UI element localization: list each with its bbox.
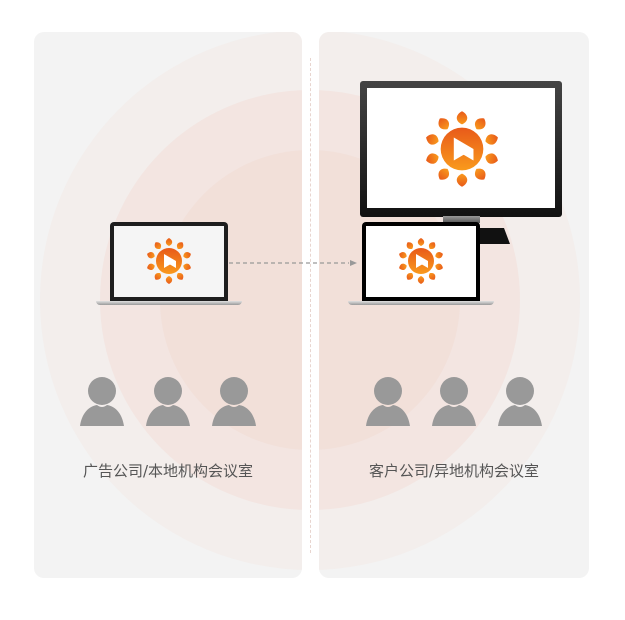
center-divider [310,58,311,553]
person-icon [80,377,124,426]
sunflower-play-logo-icon [146,238,192,284]
sunflower-play-logo-icon [398,238,444,284]
person-icon [146,377,190,426]
person-icon [366,377,410,426]
person-icon [212,377,256,426]
person-icon [432,377,476,426]
left-room-label: 广告公司/本地机构会议室 [82,462,254,480]
sunflower-play-logo-icon [424,111,500,187]
person-icon [498,377,542,426]
left-panel-local-meeting-room [34,32,302,578]
right-room-label: 客户公司/异地机构会议室 [368,462,540,480]
dashed-arrow-right-icon [229,260,357,266]
